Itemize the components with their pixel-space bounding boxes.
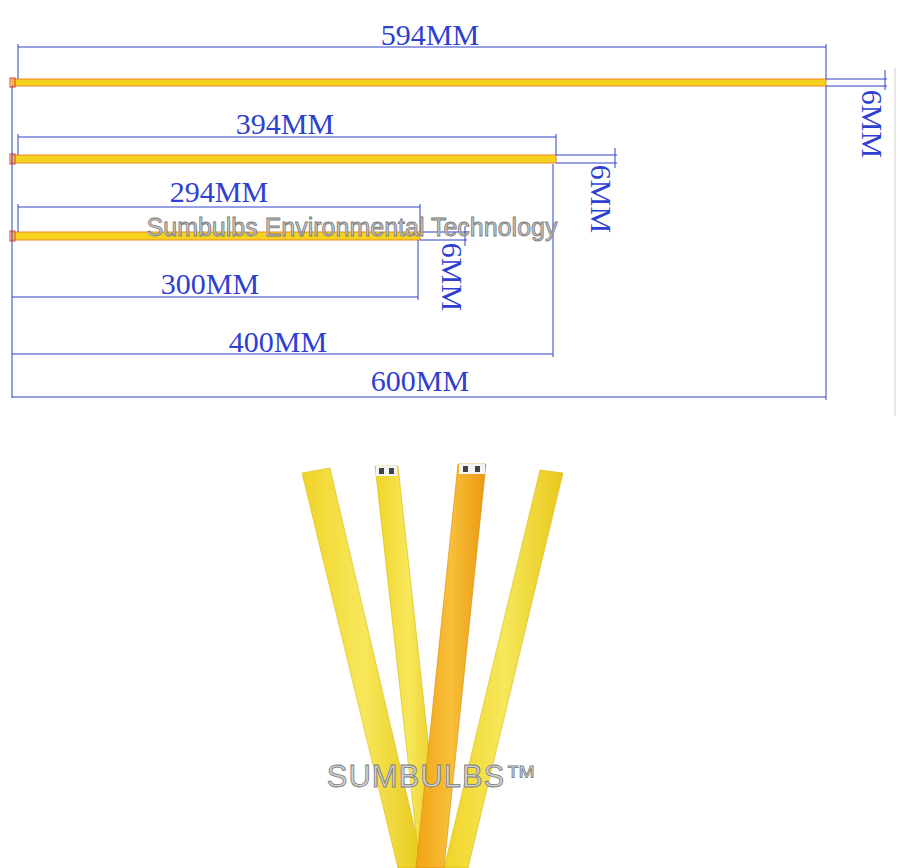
watermark: SUMBULBS™	[327, 761, 538, 792]
watermark: Sumbulbs Environmental Technology	[147, 215, 558, 240]
gray-guide	[895, 68, 896, 416]
dimension-label: 394MM	[236, 109, 334, 139]
dimension-label: 294MM	[170, 177, 268, 207]
dimension-label: 594MM	[381, 20, 479, 50]
dimension-label: 300MM	[161, 269, 259, 299]
dimension-label: 6MM	[586, 165, 616, 233]
led-strips	[10, 78, 826, 241]
dimension-lines	[12, 44, 887, 400]
strip-photo	[302, 464, 563, 868]
dimension-label: 600MM	[371, 366, 469, 396]
dimension-label: 400MM	[229, 327, 327, 357]
dimension-label: 6MM	[437, 243, 467, 311]
dimension-label: 6MM	[857, 90, 887, 158]
